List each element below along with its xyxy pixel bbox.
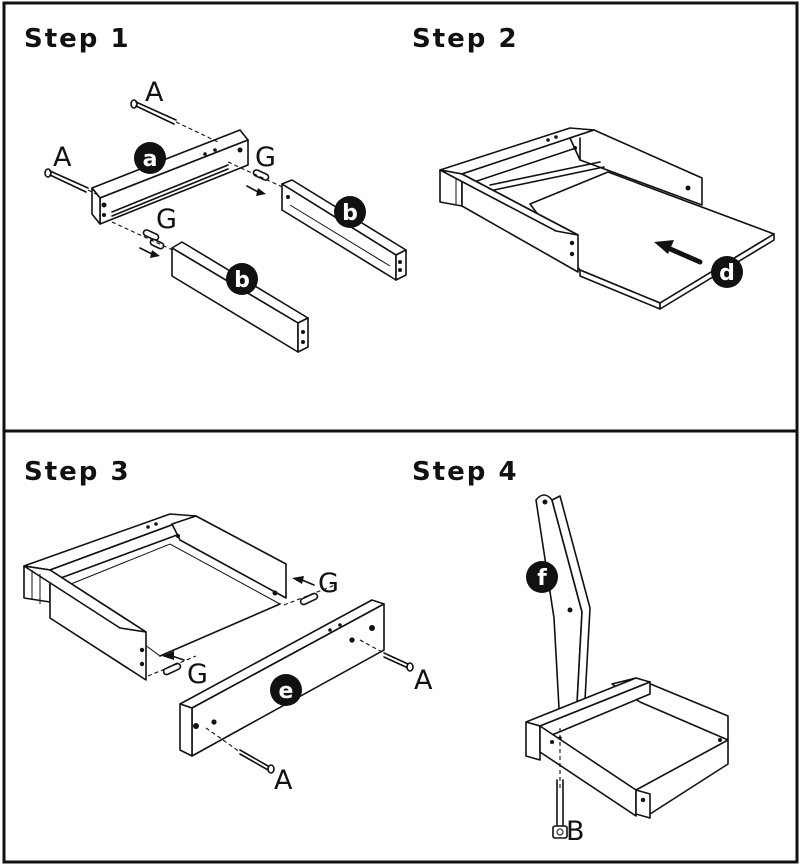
screw-a-step3-right xyxy=(383,652,414,672)
screw-a-top xyxy=(130,99,177,125)
dowel-g-lower xyxy=(142,229,165,250)
badge-b-lower-text: b xyxy=(234,268,250,293)
badge-a xyxy=(134,142,166,174)
label-a-step3-right: A xyxy=(414,665,433,696)
label-g-top: G xyxy=(255,142,276,173)
screw-a-left xyxy=(44,168,89,193)
badge-f-text: f xyxy=(537,566,547,591)
step-2-title: Step 2 xyxy=(412,24,519,54)
badge-a-text: a xyxy=(143,147,158,172)
badge-b-right xyxy=(334,196,366,228)
step-3-title: Step 3 xyxy=(24,457,131,487)
step-1-title: Step 1 xyxy=(24,24,131,54)
screw-a-step3-bottom xyxy=(239,749,275,774)
badge-b-right-text: b xyxy=(342,201,358,226)
label-g-step3-left: G xyxy=(187,659,208,690)
label-g-lower: G xyxy=(156,204,177,235)
badge-d-text: d xyxy=(719,261,735,286)
rail-a xyxy=(91,129,249,225)
badge-e xyxy=(270,674,302,706)
step-4-illustration: f B xyxy=(525,494,729,847)
label-g-step3-right: G xyxy=(318,568,339,599)
step-4-title: Step 4 xyxy=(412,457,519,487)
badge-d xyxy=(711,256,743,288)
badge-f xyxy=(526,561,558,593)
label-a-step3-bottom: A xyxy=(274,765,293,796)
step-3-illustration: G G e A A xyxy=(23,513,433,796)
badge-e-text: e xyxy=(279,679,294,704)
bolt-b xyxy=(552,779,568,839)
label-b: B xyxy=(566,816,585,847)
step-2-illustration: d xyxy=(439,127,775,310)
label-a-left: A xyxy=(53,142,72,173)
label-a-top: A xyxy=(145,77,164,108)
badge-b-lower xyxy=(226,263,258,295)
dowel-g-top xyxy=(252,169,270,181)
step-1-illustration: A A a G b G xyxy=(44,77,407,353)
dowel-g-right xyxy=(299,592,319,606)
